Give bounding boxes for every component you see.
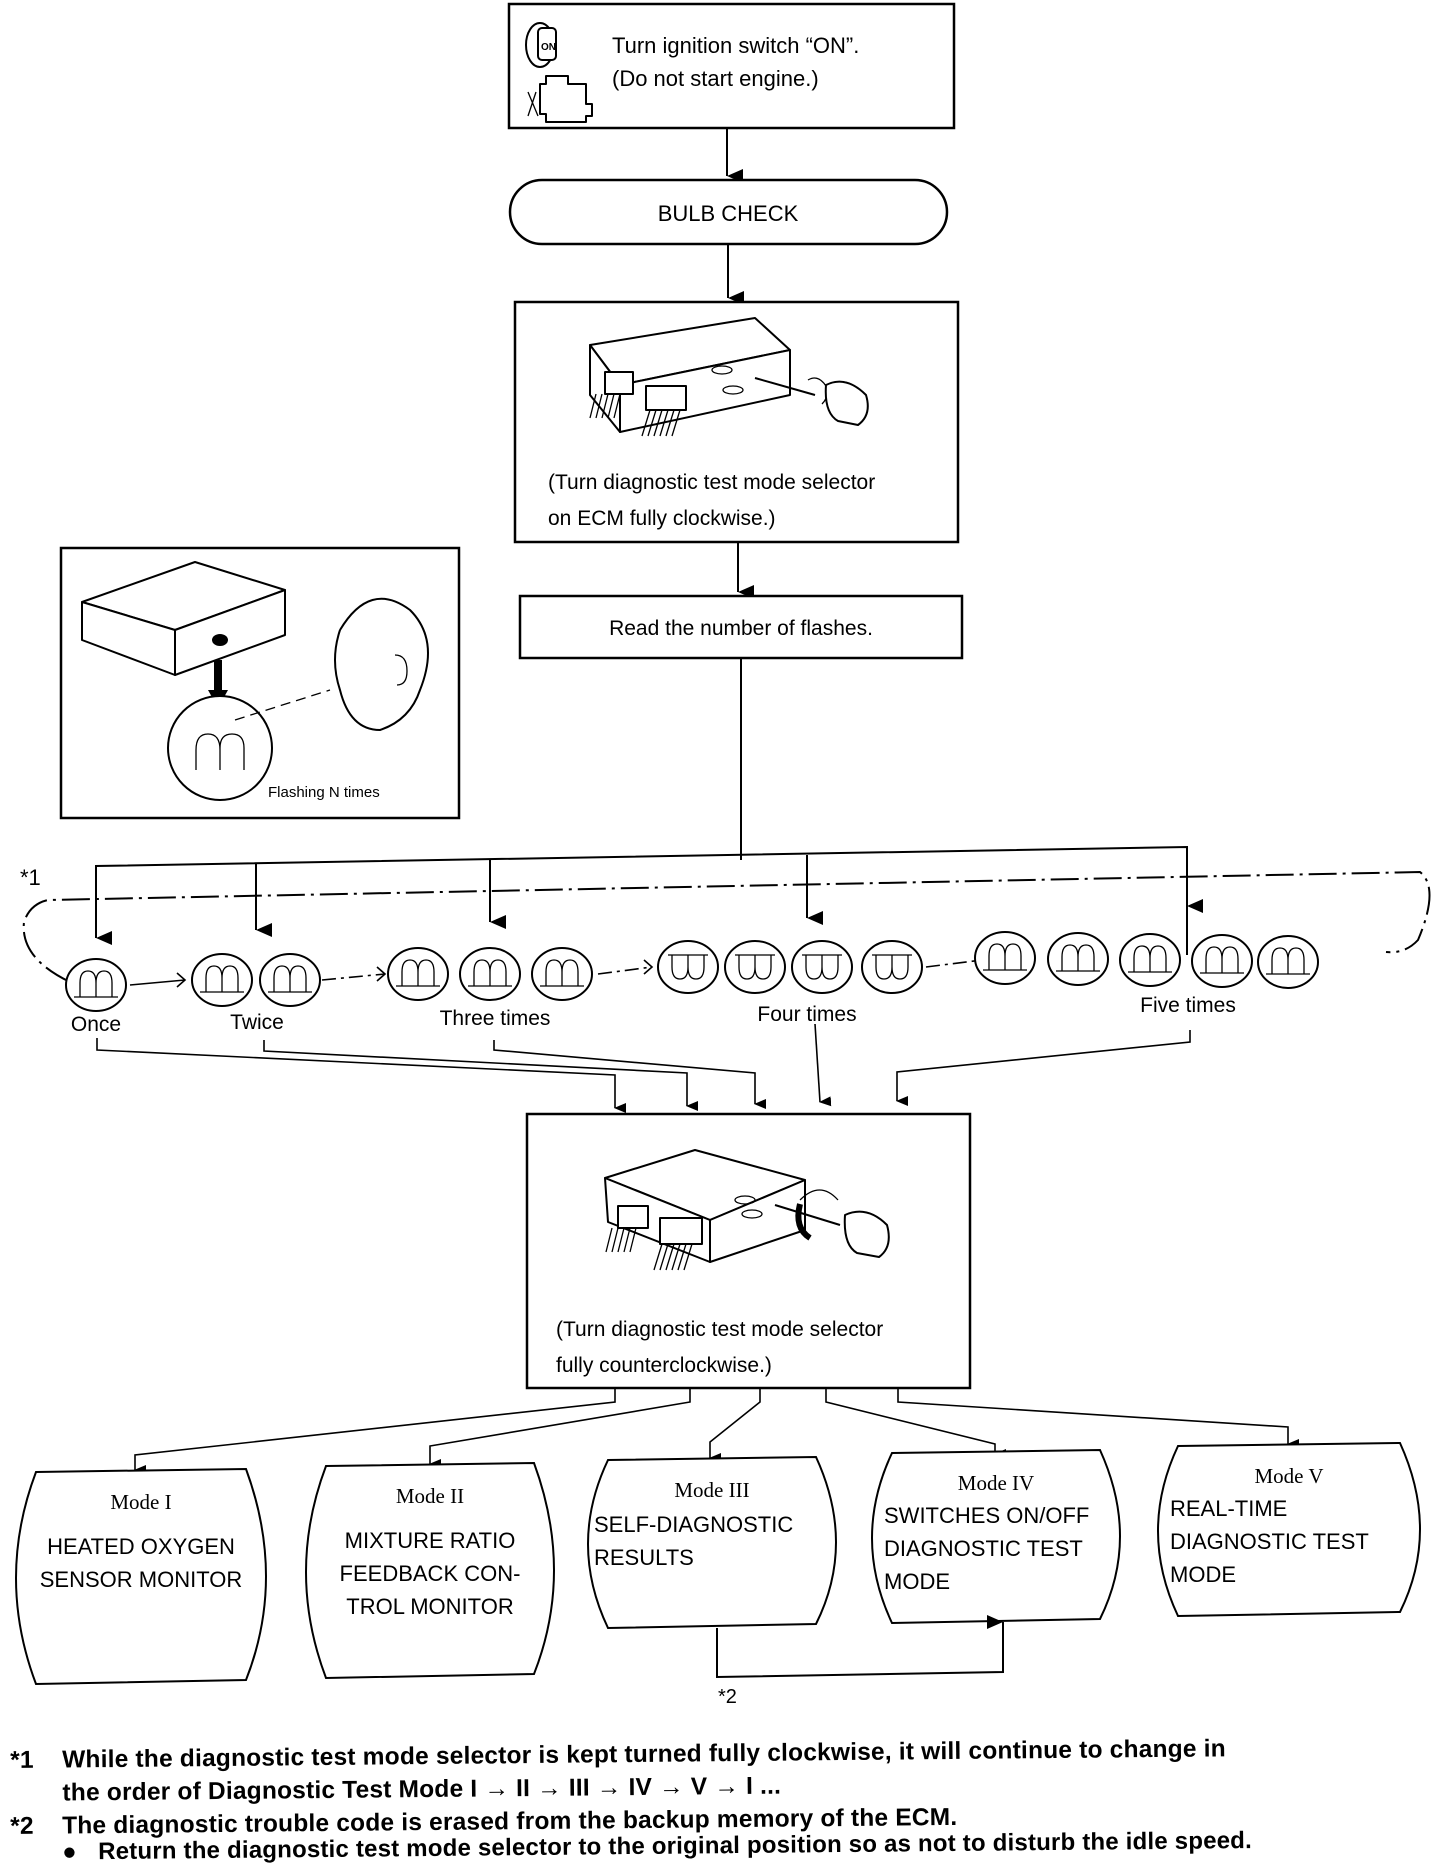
ecm-screwdriver-counterclockwise-illustration: [604, 1149, 890, 1271]
mode-1-box: Mode I HEATED OXYGEN SENSOR MONITOR: [15, 1467, 267, 1686]
warning-lamp-icon: [1257, 935, 1319, 989]
cycle-marker: *1: [20, 865, 41, 890]
step3-line2: on ECM fully clockwise.): [548, 507, 776, 530]
mode-description-line: DIAGNOSTIC TEST: [1170, 1529, 1369, 1554]
mode-title: Mode II: [396, 1484, 464, 1508]
flash-sequence-arrow: [597, 966, 653, 975]
step-ignition-on: ON Turn ignition switch “ON”. (Do not st…: [507, 2, 956, 130]
mode-title: Mode III: [674, 1478, 749, 1502]
mode-description-line: MIXTURE RATIO: [345, 1528, 516, 1553]
step-read-flashes: Read the number of flashes.: [518, 594, 964, 660]
mode-description-line: REAL-TIME: [1170, 1496, 1287, 1521]
mode-description-line: FEEDBACK CON-: [340, 1561, 521, 1586]
mode-description-line: SELF-DIAGNOSTIC: [594, 1512, 793, 1537]
step5-line2: fully counterclockwise.): [556, 1354, 772, 1377]
warning-lamp-icon: [1047, 932, 1109, 986]
flash-label-four: Four times: [757, 1003, 856, 1026]
mode-title: Mode IV: [958, 1471, 1034, 1495]
warning-lamp-icon: [861, 940, 923, 994]
arrow-head-icon: [643, 959, 654, 975]
converge-connectors: [96, 1023, 1191, 1113]
mode-description-line: HEATED OXYGEN: [47, 1534, 235, 1559]
mode-2-box: Mode II MIXTURE RATIO FEEDBACK CON- TROL MO…: [305, 1461, 555, 1680]
flash-group-1: [65, 958, 187, 1012]
ignition-key-on-icon: ON: [525, 22, 557, 68]
warning-lamp-icon: [1119, 933, 1181, 987]
step5-line1: (Turn diagnostic test mode selector: [556, 1318, 883, 1341]
step-selector-clockwise: (Turn diagnostic test mode selector on E…: [513, 300, 960, 544]
arrow-head-icon: [376, 966, 387, 982]
mode-description-line: MODE: [884, 1569, 950, 1594]
mode-3-box: Mode III SELF-DIAGNOSTIC RESULTS: [587, 1455, 837, 1630]
footnote-1-line2: the order of Diagnostic Test Mode I → II…: [62, 1772, 782, 1807]
flash-sequence-arrow: [129, 979, 186, 986]
mode-description-line: RESULTS: [594, 1545, 694, 1570]
mode-description-line: SENSOR MONITOR: [40, 1567, 243, 1592]
flash-sequence-arrow: [321, 973, 386, 981]
warning-lamp-icon: [387, 947, 449, 1001]
warning-lamp-icon: [657, 940, 719, 994]
mode-connectors: [134, 1388, 1299, 1475]
mode3-to-mode4-marker: *2: [718, 1686, 737, 1708]
mode-description-line: SWITCHES ON/OFF: [884, 1503, 1089, 1528]
bullet-icon: ●: [62, 1838, 77, 1866]
flashing-n-times-caption: Flashing N times: [268, 784, 380, 801]
mode3-to-mode4-connector: [716, 1615, 1004, 1679]
step-bulb-check: BULB CHECK: [508, 178, 949, 246]
footnote-1-line1: While the diagnostic test mode selector …: [62, 1735, 1226, 1774]
warning-lamp-icon: [531, 947, 593, 1001]
warning-lamp-icon: [1191, 934, 1253, 988]
arrow-head-icon: [176, 972, 187, 988]
flash-label-once: Once: [71, 1013, 121, 1036]
footnote-1-marker: *1: [10, 1746, 34, 1774]
side-illustration-flashing: Flashing N times: [59, 546, 461, 820]
flash-label-five: Five times: [1140, 994, 1236, 1017]
step-selector-counterclockwise: (Turn diagnostic test mode selector full…: [525, 1112, 972, 1390]
mode-description-line: MODE: [1170, 1562, 1236, 1587]
bulb-check-label: BULB CHECK: [658, 201, 799, 226]
warning-lamp-icon: [191, 953, 253, 1007]
warning-lamp-icon: [724, 940, 786, 994]
svg-text:ON: ON: [541, 42, 556, 53]
warning-lamp-icon: [65, 958, 127, 1012]
mode-5-box: Mode V REAL-TIME DIAGNOSTIC TEST MODE: [1157, 1441, 1421, 1618]
mode-4-box: Mode IV SWITCHES ON/OFF DIAGNOSTIC TEST MOD…: [871, 1448, 1121, 1625]
step3-line1: (Turn diagnostic test mode selector: [548, 471, 875, 494]
flash-group-2: [191, 953, 387, 1007]
warning-lamp-icon: [974, 931, 1036, 985]
flash-count-groups: [65, 931, 1319, 1012]
step-ignition-line2: (Do not start engine.): [612, 66, 819, 91]
warning-lamp-icon: [259, 953, 321, 1007]
ecm-light-observer-illustration: [81, 561, 429, 801]
mode-description-line: TROL MONITOR: [346, 1594, 513, 1619]
flash-group-3: [387, 947, 654, 1001]
mode-shapes: Mode I HEATED OXYGEN SENSOR MONITOR Mode II…: [15, 1441, 1421, 1686]
flash-label-three: Three times: [440, 1007, 551, 1030]
warning-lamp-icon: [791, 940, 853, 994]
flash-label-twice: Twice: [230, 1011, 284, 1034]
footnote-1: *1 While the diagnostic test mode selecto…: [10, 1732, 1226, 1810]
flash-group-5: [974, 931, 1319, 989]
ecm-screwdriver-clockwise-illustration: [589, 317, 869, 437]
warning-lamp-icon: [459, 947, 521, 1001]
step-ignition-line1: Turn ignition switch “ON”.: [612, 33, 859, 58]
cycle-loop-line: [22, 870, 1431, 983]
mode-title: Mode I: [110, 1490, 171, 1514]
mode-title: Mode V: [1254, 1464, 1323, 1488]
flash-group-4: [657, 940, 1000, 994]
engine-off-icon: [527, 75, 593, 123]
mode-description-line: DIAGNOSTIC TEST: [884, 1536, 1083, 1561]
read-flashes-label: Read the number of flashes.: [609, 617, 873, 640]
